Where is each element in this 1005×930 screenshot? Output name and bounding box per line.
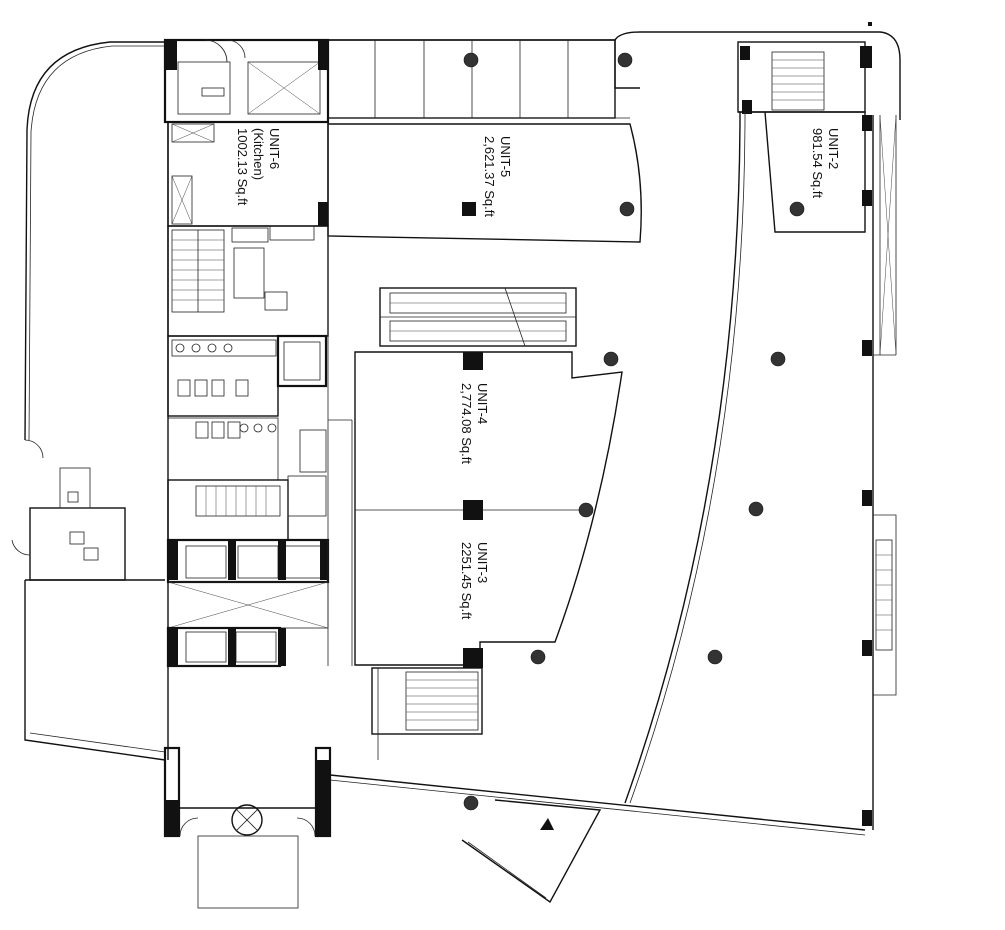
unit-2-label: UNIT-2 981.54 Sq.ft bbox=[810, 128, 841, 198]
bottom-entrance bbox=[163, 746, 602, 909]
escalators bbox=[379, 287, 577, 347]
unit-3-area: 2251.45 Sq.ft bbox=[459, 542, 474, 620]
unit-6-label: UNIT-6 (Kitchen) 1002.13 Sq.ft bbox=[235, 128, 282, 206]
atrium-curves bbox=[624, 111, 746, 804]
square-columns-right bbox=[862, 22, 893, 826]
unit-4-label: UNIT-4 2,774.08 Sq.ft bbox=[459, 383, 490, 464]
left-annex bbox=[11, 439, 126, 581]
top-left-core bbox=[163, 38, 330, 124]
lower-stair bbox=[371, 667, 483, 760]
unit-5-name: UNIT-5 bbox=[498, 136, 513, 177]
unit-3-name: UNIT-3 bbox=[475, 542, 490, 583]
unit-4-area: 2,774.08 Sq.ft bbox=[459, 383, 474, 464]
unit-6-area: 1002.13 Sq.ft bbox=[235, 128, 250, 206]
unit-5-area: 2,621.37 Sq.ft bbox=[482, 136, 497, 217]
unit-4-3-rooms bbox=[354, 351, 623, 668]
round-columns bbox=[463, 52, 805, 811]
unit-4-name: UNIT-4 bbox=[475, 383, 490, 424]
unit-3-label: UNIT-3 2251.45 Sq.ft bbox=[459, 542, 490, 620]
unit-2-name: UNIT-2 bbox=[826, 128, 841, 169]
unit-6-subtitle: (Kitchen) bbox=[251, 128, 266, 180]
unit-2-area: 981.54 Sq.ft bbox=[810, 128, 825, 198]
left-core bbox=[166, 122, 353, 760]
unit-5-room bbox=[327, 123, 642, 243]
unit-6-name: UNIT-6 bbox=[267, 128, 282, 169]
unit-2-room bbox=[737, 41, 872, 233]
top-strip bbox=[327, 39, 630, 125]
unit-5-label: UNIT-5 2,621.37 Sq.ft bbox=[482, 136, 513, 217]
